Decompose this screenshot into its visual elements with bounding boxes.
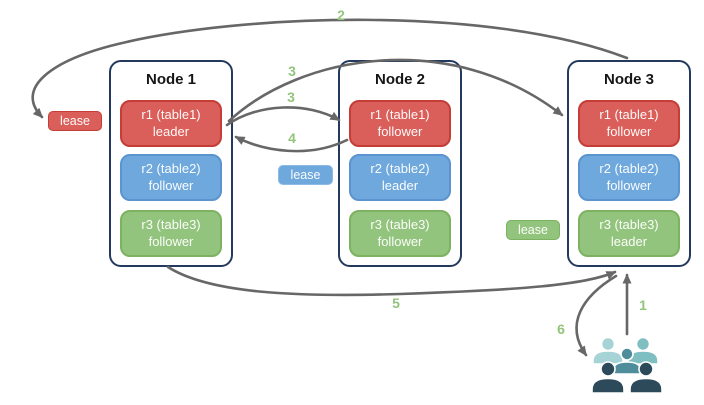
replica-name: r2 (table2) [599, 161, 659, 176]
arrow-step-3-node1-to-node2 [225, 106, 341, 127]
replica-name: r2 (table2) [141, 161, 201, 176]
lease-badge-table1: lease [48, 111, 102, 131]
replica-role: leader [381, 177, 419, 193]
node-3-replica-r2: r2 (table2) follower [578, 154, 680, 201]
replica-name: r1 (table1) [141, 107, 201, 122]
node-2-replica-r2: r2 (table2) leader [349, 154, 451, 201]
replica-name: r2 (table2) [370, 161, 430, 176]
replica-name: r3 (table3) [599, 217, 659, 232]
users-group-icon [591, 336, 663, 394]
node-1-title: Node 1 [145, 71, 196, 88]
node-3: Node 3 r1 (table1) follower r2 (table2) … [567, 60, 691, 267]
node-2: Node 2 r1 (table1) follower r2 (table2) … [338, 60, 462, 267]
node-2-replica-r3: r3 (table3) follower [349, 210, 451, 257]
replica-name: r1 (table1) [599, 107, 659, 122]
step-label-1: 1 [639, 297, 647, 313]
step-label-3b: 3 [287, 89, 295, 105]
replica-role: follower [148, 233, 194, 249]
user-figure-dark-left [591, 361, 625, 394]
replica-role: leader [610, 233, 648, 249]
lease-badge-table2: lease [278, 165, 333, 185]
replica-role: follower [377, 233, 423, 249]
node-1-replica-r1: r1 (table1) leader [120, 100, 222, 147]
lease-badge-table3: lease [506, 220, 560, 240]
replica-name: r1 (table1) [370, 107, 430, 122]
replica-role: follower [148, 177, 194, 193]
user-figure-light [592, 336, 624, 365]
node-1-replica-r3: r3 (table3) follower [120, 210, 222, 257]
node-3-replica-r3: r3 (table3) leader [578, 210, 680, 257]
replica-role: follower [606, 177, 652, 193]
node-2-replica-r1: r1 (table1) follower [349, 100, 451, 147]
replica-name: r3 (table3) [141, 217, 201, 232]
node-1-replica-r2: r2 (table2) follower [120, 154, 222, 201]
node-3-replica-r1: r1 (table1) follower [578, 100, 680, 147]
step-label-5: 5 [392, 295, 400, 311]
step-label-2: 2 [337, 7, 345, 23]
node-2-title: Node 2 [374, 71, 425, 88]
step-label-4: 4 [288, 130, 296, 146]
user-figure-dark-right [629, 361, 663, 394]
step-label-3a: 3 [288, 63, 296, 79]
replica-role: leader [152, 123, 190, 139]
step-label-6: 6 [557, 321, 565, 337]
replica-role: follower [606, 123, 652, 139]
replica-role: follower [377, 123, 423, 139]
node-1: Node 1 r1 (table1) leader r2 (table2) fo… [109, 60, 233, 267]
arrow-step-5-node1-to-node3 [166, 265, 617, 297]
replica-name: r3 (table3) [370, 217, 430, 232]
node-3-title: Node 3 [603, 71, 654, 88]
